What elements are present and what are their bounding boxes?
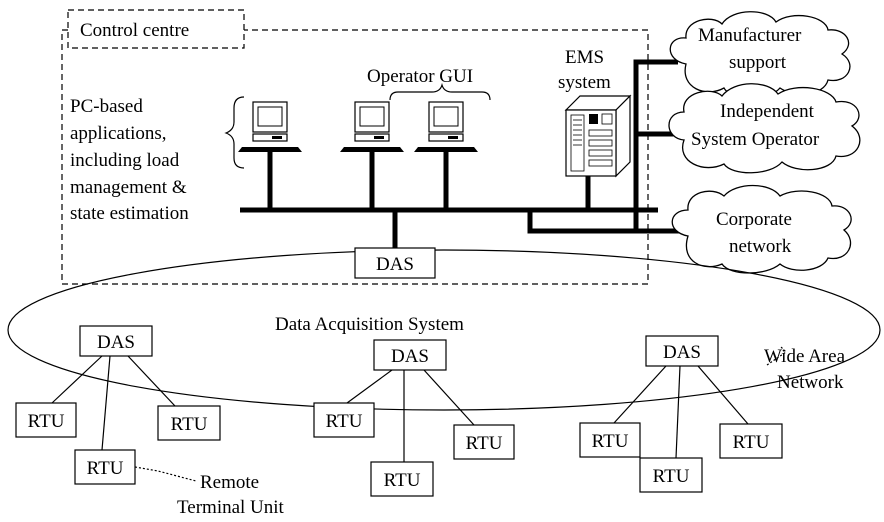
- pc-workstation-1-icon: [237, 101, 303, 153]
- corporate-link: [527, 210, 690, 234]
- manufacturer-link: [633, 59, 678, 231]
- ems-server-icon: [564, 94, 632, 178]
- control-centre-boundary: [61, 29, 649, 285]
- rtu-middle-3: RTU: [453, 424, 515, 460]
- svg-text:including load: including load: [70, 150, 180, 171]
- control-centre-label: Control centre: [80, 20, 189, 41]
- svg-text:RTU: RTU: [592, 431, 629, 452]
- svg-text:RTU: RTU: [653, 466, 690, 487]
- rtu-right-3: RTU: [719, 423, 783, 459]
- rtu-note-line1: Remote: [200, 472, 259, 493]
- pc-workstation-3-icon: [413, 101, 479, 153]
- wan-note-line1: Wide Area: [764, 346, 846, 367]
- svg-text:applications,: applications,: [70, 123, 167, 144]
- rtu-left-1: RTU: [15, 402, 77, 438]
- svg-text:Manufacturer: Manufacturer: [698, 25, 802, 46]
- rtu-middle-2: RTU: [370, 461, 434, 497]
- das-control-centre: DAS: [354, 247, 436, 279]
- control-centre-label-box: [67, 9, 245, 49]
- wan-note-line2: Network: [777, 372, 844, 393]
- wan-ring-label: Data Acquisition System: [275, 314, 464, 335]
- svg-text:DAS: DAS: [663, 342, 701, 363]
- svg-text:RTU: RTU: [466, 433, 503, 454]
- svg-text:support: support: [729, 52, 787, 73]
- manufacturer-support-cloud: Manufacturer support: [669, 11, 851, 99]
- svg-text:RTU: RTU: [87, 458, 124, 479]
- rtu-note-line2: Terminal Unit: [177, 497, 285, 518]
- das-node-left: DAS: [79, 325, 153, 357]
- das-node-middle: DAS: [373, 339, 447, 371]
- svg-text:RTU: RTU: [384, 470, 421, 491]
- svg-text:Independent: Independent: [720, 101, 815, 122]
- svg-text:RTU: RTU: [733, 432, 770, 453]
- operator-gui-brace: [389, 82, 491, 101]
- operator-gui-label: Operator GUI: [367, 66, 473, 87]
- pc-workstation-2-icon: [339, 101, 405, 153]
- corporate-network-cloud: Corporate network: [671, 184, 852, 274]
- pc-apps-label: PC-based applications, including load ma…: [70, 96, 189, 224]
- rtu-right-1: RTU: [579, 422, 641, 458]
- rtu-left-2: RTU: [74, 449, 136, 485]
- svg-text:PC-based: PC-based: [70, 96, 143, 117]
- svg-text:System Operator: System Operator: [691, 129, 820, 150]
- svg-text:RTU: RTU: [326, 411, 363, 432]
- independent-system-operator-cloud: Independent System Operator: [668, 83, 861, 174]
- rtu-right-2: RTU: [639, 457, 703, 493]
- svg-text:DAS: DAS: [376, 254, 414, 275]
- svg-text:Corporate: Corporate: [716, 209, 792, 230]
- svg-text:management &: management &: [70, 177, 187, 198]
- pc-apps-brace: [224, 96, 245, 169]
- ems-label-line1: EMS: [565, 47, 604, 68]
- svg-text:DAS: DAS: [97, 332, 135, 353]
- rtu-pointer: [134, 466, 197, 482]
- ems-label-line2: system: [558, 72, 611, 93]
- rtu-links: [51, 355, 749, 462]
- rtu-left-3: RTU: [157, 405, 221, 441]
- das-node-right: DAS: [645, 335, 719, 367]
- rtu-middle-1: RTU: [313, 402, 375, 438]
- wan-ring: [7, 249, 881, 411]
- svg-text:state estimation: state estimation: [70, 203, 189, 224]
- svg-text:network: network: [729, 236, 792, 257]
- svg-text:RTU: RTU: [28, 411, 65, 432]
- svg-text:RTU: RTU: [171, 414, 208, 435]
- svg-text:DAS: DAS: [391, 346, 429, 367]
